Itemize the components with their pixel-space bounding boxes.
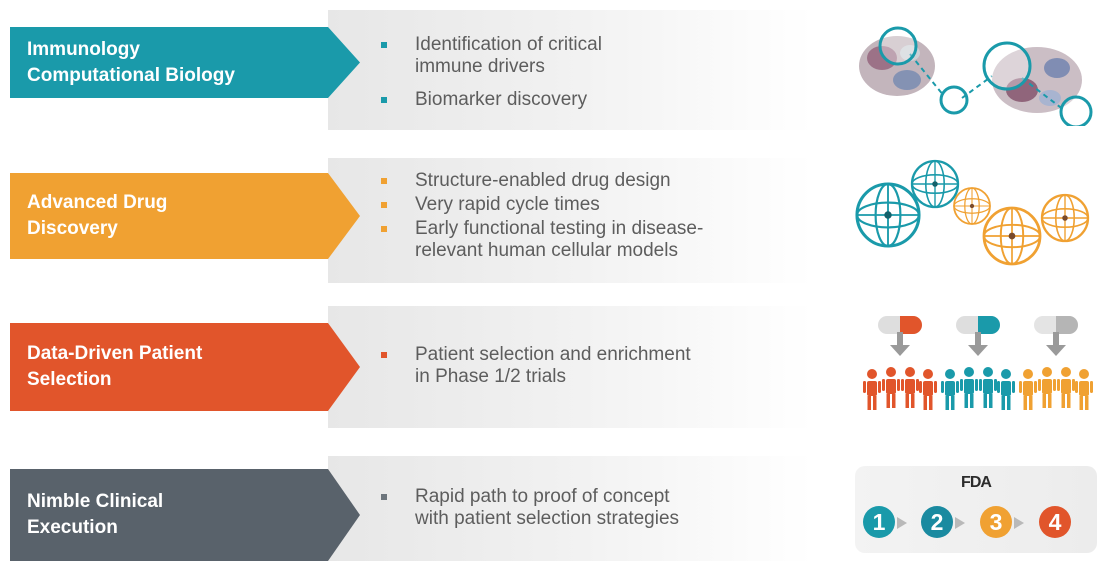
bullet-text-line: with patient selection strategies xyxy=(415,508,680,529)
bullet-text-line: Biomarker discovery xyxy=(415,89,588,110)
bullet-list: Rapid path to proof of concept with pati… xyxy=(381,486,679,530)
patient-group-orange-light xyxy=(1019,367,1093,410)
section-title-line: Data-Driven Patient xyxy=(27,343,203,364)
section-title-line: Selection xyxy=(27,369,112,390)
pills-and-patient-groups-icon xyxy=(863,316,1093,410)
bullet-item: Structure-enabled drug design xyxy=(381,170,703,192)
row-panel xyxy=(328,456,813,561)
bullet-text-line: relevant human cellular models xyxy=(415,240,678,261)
section-title-line: Immunology xyxy=(27,38,140,60)
bullet-text-line: in Phase 1/2 trials xyxy=(415,366,567,387)
row-immunology: Immunology Computational Biology Identif… xyxy=(0,10,1097,130)
bullet-text-line: Rapid path to proof of concept xyxy=(415,486,670,507)
pill-icon-gray xyxy=(1034,316,1078,356)
bullet-marker xyxy=(381,97,387,103)
molecular-spheres-icon xyxy=(855,158,1097,283)
row-panel xyxy=(328,10,813,130)
patient-group-orange xyxy=(863,367,937,410)
phase-step: 1 xyxy=(863,506,895,538)
section-title: Data-Driven Patient Selection xyxy=(27,341,317,393)
phase-step: 4 xyxy=(1039,506,1071,538)
row-patient-selection: Data-Driven Patient Selection Patient se… xyxy=(0,306,1097,428)
bullet-item: Biomarker discovery xyxy=(381,89,602,111)
bullet-item: Rapid path to proof of concept with pati… xyxy=(381,486,679,530)
bullet-marker xyxy=(381,226,387,232)
bullet-item: Very rapid cycle times xyxy=(381,194,703,216)
fda-phases-icon: FDA 1 2 3 4 xyxy=(855,466,1097,553)
pill-icon-orange xyxy=(878,316,922,356)
section-chevron: Advanced Drug Discovery xyxy=(10,173,360,259)
phase-arrow xyxy=(955,517,965,529)
bullet-text-line: Early functional testing in disease- xyxy=(415,218,704,239)
section-title: Nimble Clinical Execution xyxy=(27,489,317,541)
row-panel xyxy=(328,158,813,283)
bullet-text-line: Identification of critical xyxy=(415,34,602,55)
fda-logo: FDA xyxy=(961,474,992,491)
bullet-item: Early functional testing in disease- rel… xyxy=(381,218,703,262)
phase-arrow xyxy=(1014,517,1024,529)
section-chevron: Nimble Clinical Execution xyxy=(10,469,360,561)
bullet-text-line: Patient selection and enrichment xyxy=(415,344,691,365)
protein-structure-network-icon xyxy=(859,26,1093,126)
row-clinical-execution: Nimble Clinical Execution Rapid path to … xyxy=(0,456,1097,561)
section-chevron: Immunology Computational Biology xyxy=(10,27,360,98)
pill-icon-teal xyxy=(956,316,1000,356)
bullet-text-line: Very rapid cycle times xyxy=(415,194,600,215)
bullet-item: Patient selection and enrichment in Phas… xyxy=(381,344,691,388)
bullet-marker xyxy=(381,178,387,184)
phase-step: 3 xyxy=(980,506,1012,538)
bullet-list: Structure-enabled drug design Very rapid… xyxy=(381,170,703,262)
section-chevron: Data-Driven Patient Selection xyxy=(10,323,360,411)
bullet-text-line: immune drivers xyxy=(415,56,545,77)
phase-arrow xyxy=(897,517,907,529)
section-title-line: Computational Biology xyxy=(27,64,235,86)
bullet-marker xyxy=(381,494,387,500)
bullet-marker xyxy=(381,202,387,208)
bullet-list: Identification of critical immune driver… xyxy=(381,34,602,111)
row-drug-discovery: Advanced Drug Discovery Structure-enable… xyxy=(0,158,1097,283)
section-title-line: Execution xyxy=(27,517,118,538)
bullet-marker xyxy=(381,42,387,48)
section-title-line: Advanced Drug xyxy=(27,192,168,213)
bullet-text-line: Structure-enabled drug design xyxy=(415,170,671,191)
phase-step: 2 xyxy=(921,506,953,538)
bullet-marker xyxy=(381,352,387,358)
bullet-list: Patient selection and enrichment in Phas… xyxy=(381,344,691,388)
patient-group-teal xyxy=(941,367,1015,410)
section-title-line: Discovery xyxy=(27,218,118,239)
section-title: Advanced Drug Discovery xyxy=(27,190,317,242)
row-panel xyxy=(328,306,813,428)
bullet-item: Identification of critical immune driver… xyxy=(381,34,602,78)
section-title-line: Nimble Clinical xyxy=(27,491,164,512)
section-title: Immunology Computational Biology xyxy=(27,37,317,89)
